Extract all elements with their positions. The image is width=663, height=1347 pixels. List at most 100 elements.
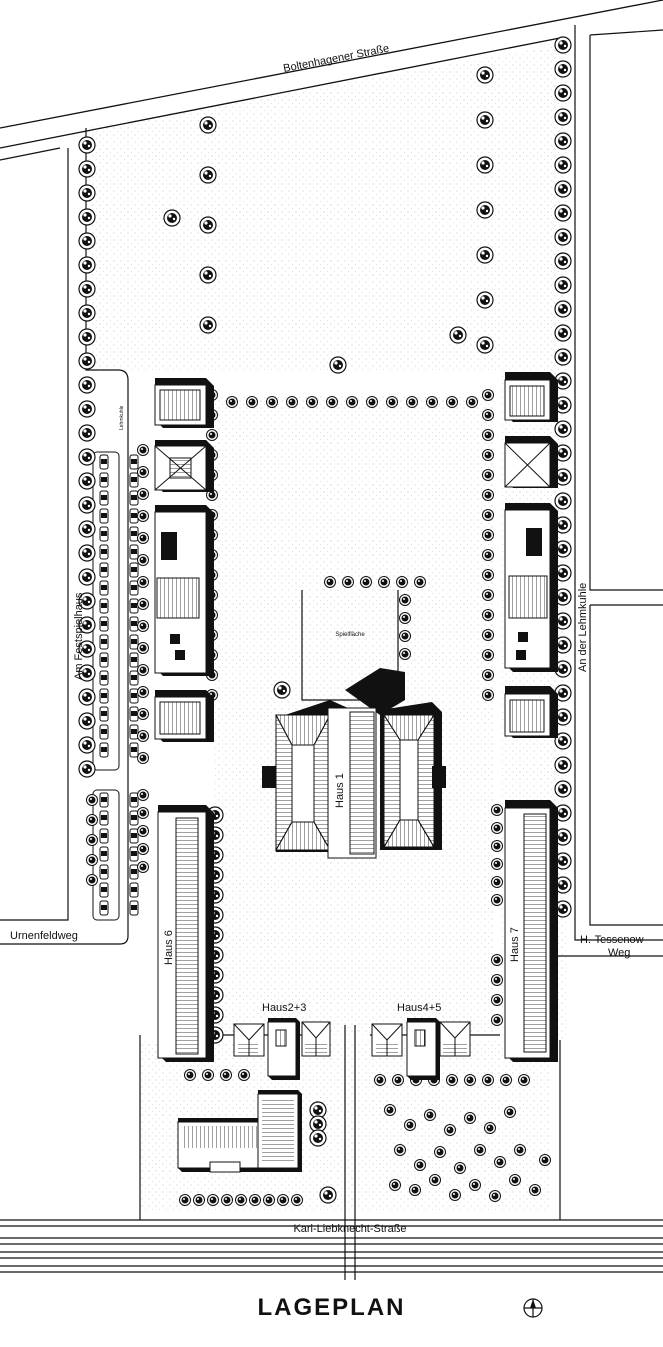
parked-car [129, 900, 139, 916]
parked-car [99, 616, 109, 632]
road-lehmkuhle [558, 25, 663, 957]
tree-icon [491, 954, 503, 966]
tree-icon [476, 246, 494, 264]
tree-icon [482, 689, 494, 701]
tree-icon [389, 1179, 401, 1191]
tree-icon [249, 1194, 261, 1206]
tree-icon [491, 876, 503, 888]
tree-icon [137, 510, 149, 522]
parked-car [129, 598, 139, 614]
tree-icon [414, 1159, 426, 1171]
house-right-1 [504, 372, 558, 422]
tree-icon [399, 594, 411, 606]
parked-car [129, 616, 139, 632]
tree-icon [476, 291, 494, 309]
tree-icon [78, 352, 96, 370]
tree-icon [342, 576, 354, 588]
tree-icon [78, 232, 96, 250]
tree-icon [220, 1069, 232, 1081]
tree-icon [406, 396, 418, 408]
tree-icon [366, 396, 378, 408]
parked-car [99, 828, 109, 844]
tree-icon [396, 576, 408, 588]
parked-car [129, 562, 139, 578]
tree-icon [482, 549, 494, 561]
parked-car [129, 490, 139, 506]
tree-icon [277, 1194, 289, 1206]
parked-car [99, 490, 109, 506]
parked-car [99, 652, 109, 668]
tree-icon [137, 576, 149, 588]
tree-icon [207, 1194, 219, 1206]
tree-icon [429, 1174, 441, 1186]
tree-icon [399, 612, 411, 624]
tree-icon [378, 576, 390, 588]
tree-icon [86, 834, 98, 846]
tree-icon [326, 396, 338, 408]
tree-icon [554, 132, 572, 150]
tree-icon [137, 789, 149, 801]
tree-icon [86, 874, 98, 886]
tree-icon [137, 488, 149, 500]
building-haus-1: Haus 1 [262, 668, 446, 859]
tree-icon [444, 1124, 456, 1136]
road-am-festspielhaus [0, 128, 129, 945]
tree-icon [78, 736, 96, 754]
parked-car [99, 882, 109, 898]
tree-icon [482, 649, 494, 661]
parked-car [129, 742, 139, 758]
tree-icon [491, 894, 503, 906]
parked-car [129, 472, 139, 488]
tree-icon [489, 1190, 501, 1202]
tree-icon [449, 326, 467, 344]
tree-icon [78, 400, 96, 418]
tree-icon [554, 108, 572, 126]
map-title: LAGEPLAN [257, 1294, 406, 1321]
tree-icon [78, 160, 96, 178]
tree-icon [482, 449, 494, 461]
parked-car [99, 580, 109, 596]
tree-icon [137, 825, 149, 837]
building-haus-6: Haus 6 [157, 805, 214, 1062]
tree-icon [514, 1144, 526, 1156]
tree-icon [78, 376, 96, 394]
tree-icon [263, 1194, 275, 1206]
tree-icon [266, 396, 278, 408]
tree-icon [273, 681, 291, 699]
label-karl-liebknecht-strasse: Karl-Liebknecht-Straße [293, 1223, 406, 1235]
tree-icon [78, 424, 96, 442]
tree-icon [78, 712, 96, 730]
tree-icon [179, 1194, 191, 1206]
tree-icon [554, 204, 572, 222]
tree-icon [399, 630, 411, 642]
tree-icon [221, 1194, 233, 1206]
tree-icon [466, 396, 478, 408]
tree-icon [137, 466, 149, 478]
tree-icon [482, 589, 494, 601]
tree-icon [246, 396, 258, 408]
label-am-festspielhaus: Am Festspielhaus [73, 592, 85, 680]
parked-car [99, 526, 109, 542]
tree-icon [137, 807, 149, 819]
parked-car [129, 634, 139, 650]
tree-icon [500, 1074, 512, 1086]
tree-icon [286, 396, 298, 408]
tree-icon [539, 1154, 551, 1166]
tree-icon [409, 1184, 421, 1196]
tree-icon [202, 1069, 214, 1081]
tree-icon [78, 688, 96, 706]
tree-icon [86, 854, 98, 866]
tree-icon [137, 620, 149, 632]
road-boltenhagener [0, 0, 663, 149]
tree-icon [474, 1144, 486, 1156]
tree-icon [426, 396, 438, 408]
tree-icon [360, 576, 372, 588]
tree-icon [137, 686, 149, 698]
tree-icon [199, 116, 217, 134]
tree-icon [509, 1174, 521, 1186]
parked-car [129, 846, 139, 862]
building-south [177, 1090, 302, 1173]
label-haus-4-5: Haus4+5 [397, 1002, 441, 1014]
tree-icon [476, 156, 494, 174]
